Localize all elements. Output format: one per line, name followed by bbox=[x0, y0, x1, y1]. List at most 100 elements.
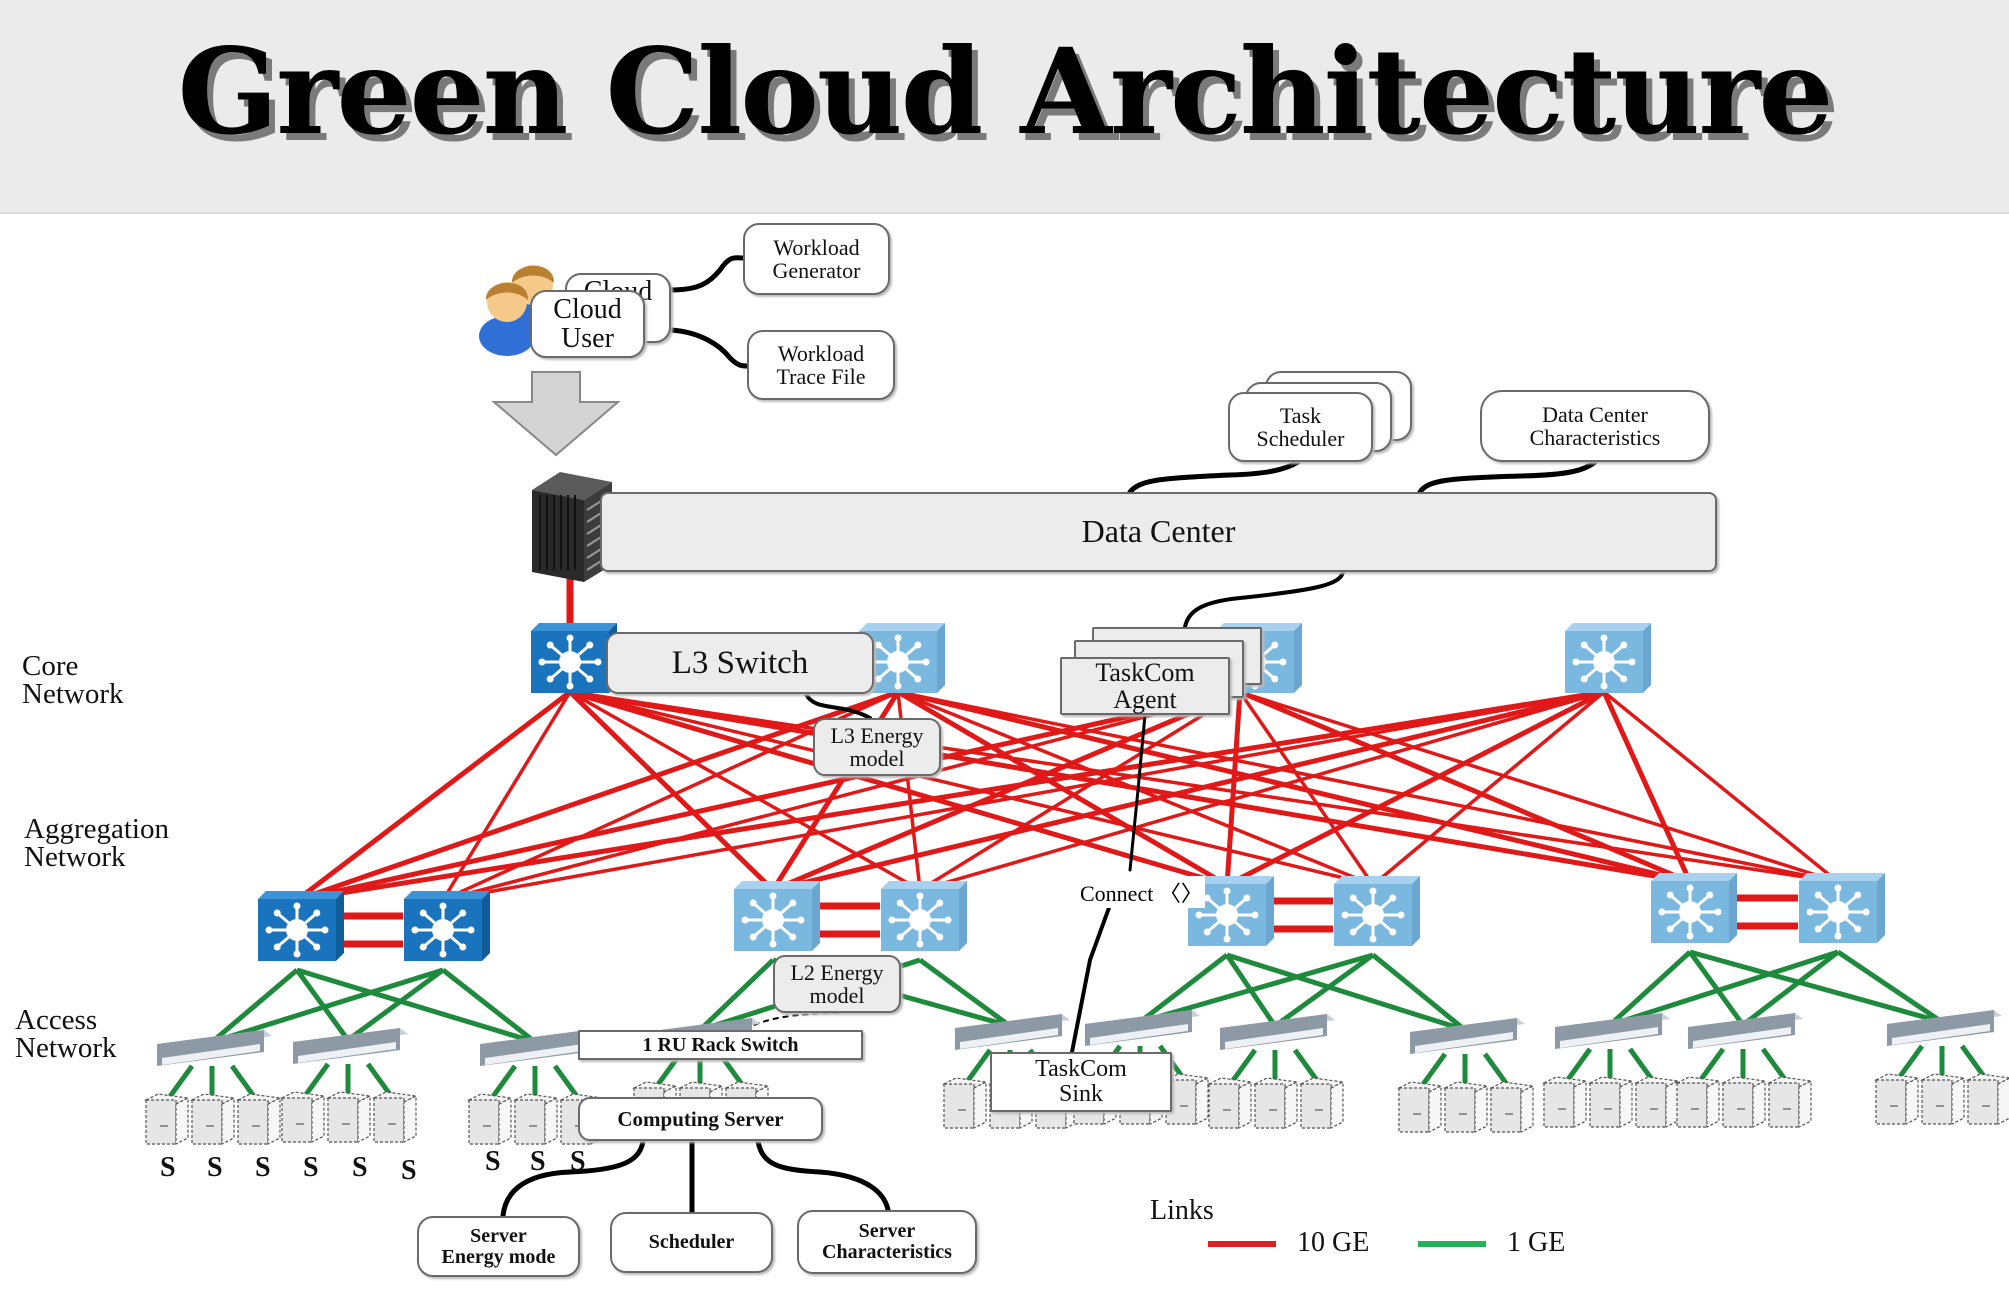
switch-arrowhead bbox=[896, 933, 904, 941]
server-side bbox=[498, 1097, 512, 1145]
data-center-bar[interactable]: Data Center bbox=[600, 492, 1717, 572]
switch-arrowhead bbox=[1349, 894, 1357, 902]
taskcom-sink-box[interactable]: TaskCom Sink bbox=[990, 1052, 1172, 1112]
l2-energy-model-box[interactable]: L2 Energy model bbox=[773, 955, 901, 1013]
switch-arrowhead bbox=[1854, 925, 1862, 933]
workload-trace-file-box[interactable]: Workload Trace File bbox=[747, 330, 895, 400]
switch-side bbox=[1294, 623, 1302, 693]
switch-side bbox=[959, 881, 967, 951]
switch-side bbox=[1729, 873, 1737, 943]
l3-energy-model-box[interactable]: L3 Energy model bbox=[813, 718, 941, 776]
server-label: S bbox=[160, 1152, 176, 1183]
server-front bbox=[1300, 1083, 1332, 1129]
l2-energy-line1: L2 Energy bbox=[790, 959, 884, 985]
switch-arrowhead bbox=[1862, 908, 1870, 916]
switch-arrowhead bbox=[1203, 928, 1211, 936]
server-characteristics-box[interactable]: Server Characteristics bbox=[797, 1210, 977, 1274]
taskcom-agent-box[interactable]: TaskCom Agent bbox=[1060, 657, 1230, 715]
switch-arrow bbox=[1352, 896, 1374, 917]
switch-arrowhead bbox=[1666, 891, 1674, 899]
workload-generator-box[interactable]: Workload Generator bbox=[743, 223, 890, 295]
core-switch-icon bbox=[531, 623, 617, 693]
aggregation-switch-icon bbox=[881, 881, 967, 951]
switch-arrowhead bbox=[1243, 894, 1251, 902]
switch-arrow bbox=[1837, 910, 1859, 931]
server-icon bbox=[279, 1091, 327, 1143]
l3-energy-line2: model bbox=[849, 746, 905, 771]
server-front bbox=[281, 1097, 313, 1143]
taskcom-agent-line2: Agent bbox=[1113, 685, 1177, 714]
rack-switch-ports bbox=[1090, 1024, 1188, 1045]
switch-arrowhead bbox=[1572, 658, 1580, 666]
switch-arrowhead bbox=[922, 658, 930, 666]
server-front bbox=[1722, 1082, 1754, 1128]
switch-arrow bbox=[422, 928, 444, 949]
link-1ge bbox=[294, 968, 351, 1042]
computing-server-box[interactable]: Computing Server bbox=[578, 1097, 823, 1141]
switch-arrowhead bbox=[467, 926, 475, 934]
switch-arrow bbox=[1603, 660, 1625, 681]
server-side bbox=[1573, 1080, 1587, 1128]
server-label: S bbox=[207, 1152, 223, 1183]
switch-arrowhead bbox=[459, 943, 467, 951]
link-10ge bbox=[1224, 689, 1607, 888]
server-front bbox=[1254, 1083, 1286, 1129]
link-1ge bbox=[698, 958, 775, 1032]
switch-arrow bbox=[1372, 896, 1394, 917]
link-1ge bbox=[1836, 949, 1944, 1025]
link-1ge bbox=[1138, 953, 1229, 1024]
server-label: S bbox=[530, 1146, 546, 1177]
switch-arrow bbox=[1226, 896, 1248, 917]
server-energy-mode-box[interactable]: Server Energy mode bbox=[417, 1216, 580, 1277]
switch-arrowhead bbox=[586, 641, 594, 649]
server-icon bbox=[143, 1093, 191, 1145]
connector-cloud-user-workload-trace bbox=[668, 327, 750, 369]
switch-arrowhead bbox=[1369, 887, 1377, 895]
server-side bbox=[267, 1097, 281, 1145]
switch-arrow bbox=[1206, 913, 1228, 934]
link-10ge bbox=[567, 689, 776, 893]
switch-arrowhead bbox=[1620, 675, 1628, 683]
server-side bbox=[1474, 1085, 1488, 1133]
server-icon bbox=[1766, 1076, 1814, 1128]
rack-switch-icon bbox=[1410, 1018, 1525, 1054]
rack-switch-icon bbox=[1555, 1013, 1670, 1049]
workload-trace-line1: Workload bbox=[777, 340, 865, 366]
server-front bbox=[1589, 1082, 1621, 1128]
l3-switch-label-box[interactable]: L3 Switch bbox=[606, 632, 874, 694]
switch-arrowhead bbox=[797, 916, 805, 924]
switch-arrow bbox=[1206, 896, 1228, 917]
link-10ge bbox=[770, 689, 1607, 893]
link-10ge bbox=[896, 690, 1840, 884]
rack-side bbox=[532, 490, 584, 582]
connector-computing-server-energy bbox=[500, 1138, 646, 1219]
rack-switch-ports bbox=[1892, 1024, 1990, 1045]
server-side bbox=[221, 1097, 235, 1145]
cloud-user-box[interactable]: Cloud User bbox=[530, 290, 645, 358]
switch-arrowhead bbox=[1854, 891, 1862, 899]
avatar-hair bbox=[485, 282, 529, 300]
server-char-line2: Characteristics bbox=[822, 1241, 952, 1263]
switch-arrow bbox=[1689, 910, 1711, 931]
switch-arrowhead bbox=[916, 892, 924, 900]
rack-switch-icon bbox=[1688, 1013, 1803, 1049]
switch-side bbox=[1643, 623, 1651, 693]
switch-arrowhead bbox=[1389, 894, 1397, 902]
server-front bbox=[1921, 1079, 1953, 1125]
switch-side bbox=[336, 891, 344, 961]
taskcom-agent-line1: TaskCom bbox=[1095, 657, 1195, 687]
dc-characteristics-box[interactable]: Data Center Characteristics bbox=[1480, 390, 1710, 462]
scheduler-box[interactable]: Scheduler bbox=[610, 1212, 773, 1273]
link-1ge bbox=[1224, 953, 1278, 1028]
switch-arrow bbox=[899, 901, 921, 922]
link-10ge bbox=[294, 689, 901, 903]
switch-arrowhead bbox=[1279, 658, 1287, 666]
switch-arrowhead bbox=[1658, 908, 1666, 916]
server-front bbox=[1490, 1087, 1522, 1133]
task-scheduler-box[interactable]: Task Scheduler bbox=[1228, 392, 1373, 462]
switch-arrowhead bbox=[749, 899, 757, 907]
switch-arrowhead bbox=[914, 675, 922, 683]
switch-arrow bbox=[899, 918, 921, 939]
server-label: S bbox=[352, 1152, 368, 1183]
rack-switch-label-box[interactable]: 1 RU Rack Switch bbox=[578, 1030, 863, 1060]
